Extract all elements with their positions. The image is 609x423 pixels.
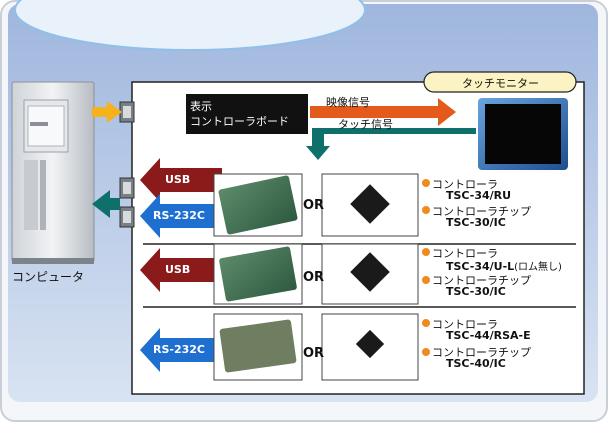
bullet-icon (422, 179, 430, 187)
touch-signal-label: タッチ信号 (338, 118, 393, 131)
product-model: TSC-44/RSA-E (446, 329, 531, 342)
video-signal-arrow (310, 98, 456, 126)
product-name: コントローラ (432, 318, 498, 331)
rs232c-label: RS-232C (153, 343, 205, 356)
monitor-label-pill (423, 71, 577, 93)
product-model: TSC-34/RU (446, 189, 512, 202)
product-model-text: TSC-34/U-L (446, 260, 515, 273)
display-board-box (186, 94, 308, 134)
product-model: TSC-30/IC (446, 216, 506, 229)
output-arrow (92, 190, 120, 218)
monitor-label: タッチモニター (462, 77, 539, 90)
bullet-icon (422, 348, 430, 356)
product-name: コントローラチップ (432, 274, 531, 287)
product-name: コントローラチップ (432, 205, 531, 218)
product-model-suffix: (ロム無し) (514, 262, 562, 273)
monitor-icon (478, 98, 568, 170)
product-name: コントローラチップ (432, 346, 531, 359)
computer-label: コンピュータ (12, 270, 85, 284)
rs232c-arrow (140, 328, 222, 372)
bullet-icon (422, 276, 430, 284)
connector-icon (119, 177, 135, 199)
rs232c-label: RS-232C (153, 209, 205, 222)
usb-label: USB (165, 263, 191, 276)
bullet-icon (422, 319, 430, 327)
or-label: OR (303, 346, 325, 361)
product-model: TSC-40/IC (446, 357, 506, 370)
product-model: TSC-34/U-L(ロム無し) (446, 258, 562, 273)
connector-icon (119, 206, 135, 228)
display-board-label-line1: 表示 (190, 100, 212, 113)
computer-icon (11, 81, 95, 264)
usb-arrow (140, 248, 222, 292)
bubble-shape (14, 0, 366, 51)
display-board-label-line2: コントローラボード (190, 115, 289, 128)
rs232c-arrow (140, 194, 222, 238)
video-signal-label: 映像信号 (326, 96, 370, 109)
product-name: コントローラ (432, 178, 498, 191)
product-model: TSC-30/IC (446, 285, 506, 298)
bullet-icon (422, 206, 430, 214)
or-label: OR (303, 198, 325, 213)
touch-signal-arrow (458, 128, 476, 134)
input-arrow (92, 101, 122, 123)
product-name: コントローラ (432, 247, 498, 260)
or-label: OR (303, 270, 325, 285)
bullet-icon (422, 248, 430, 256)
connector-icon (119, 101, 135, 123)
usb-label: USB (165, 173, 191, 186)
touch-signal-arrow-down (306, 128, 458, 160)
usb-arrow (140, 158, 222, 202)
